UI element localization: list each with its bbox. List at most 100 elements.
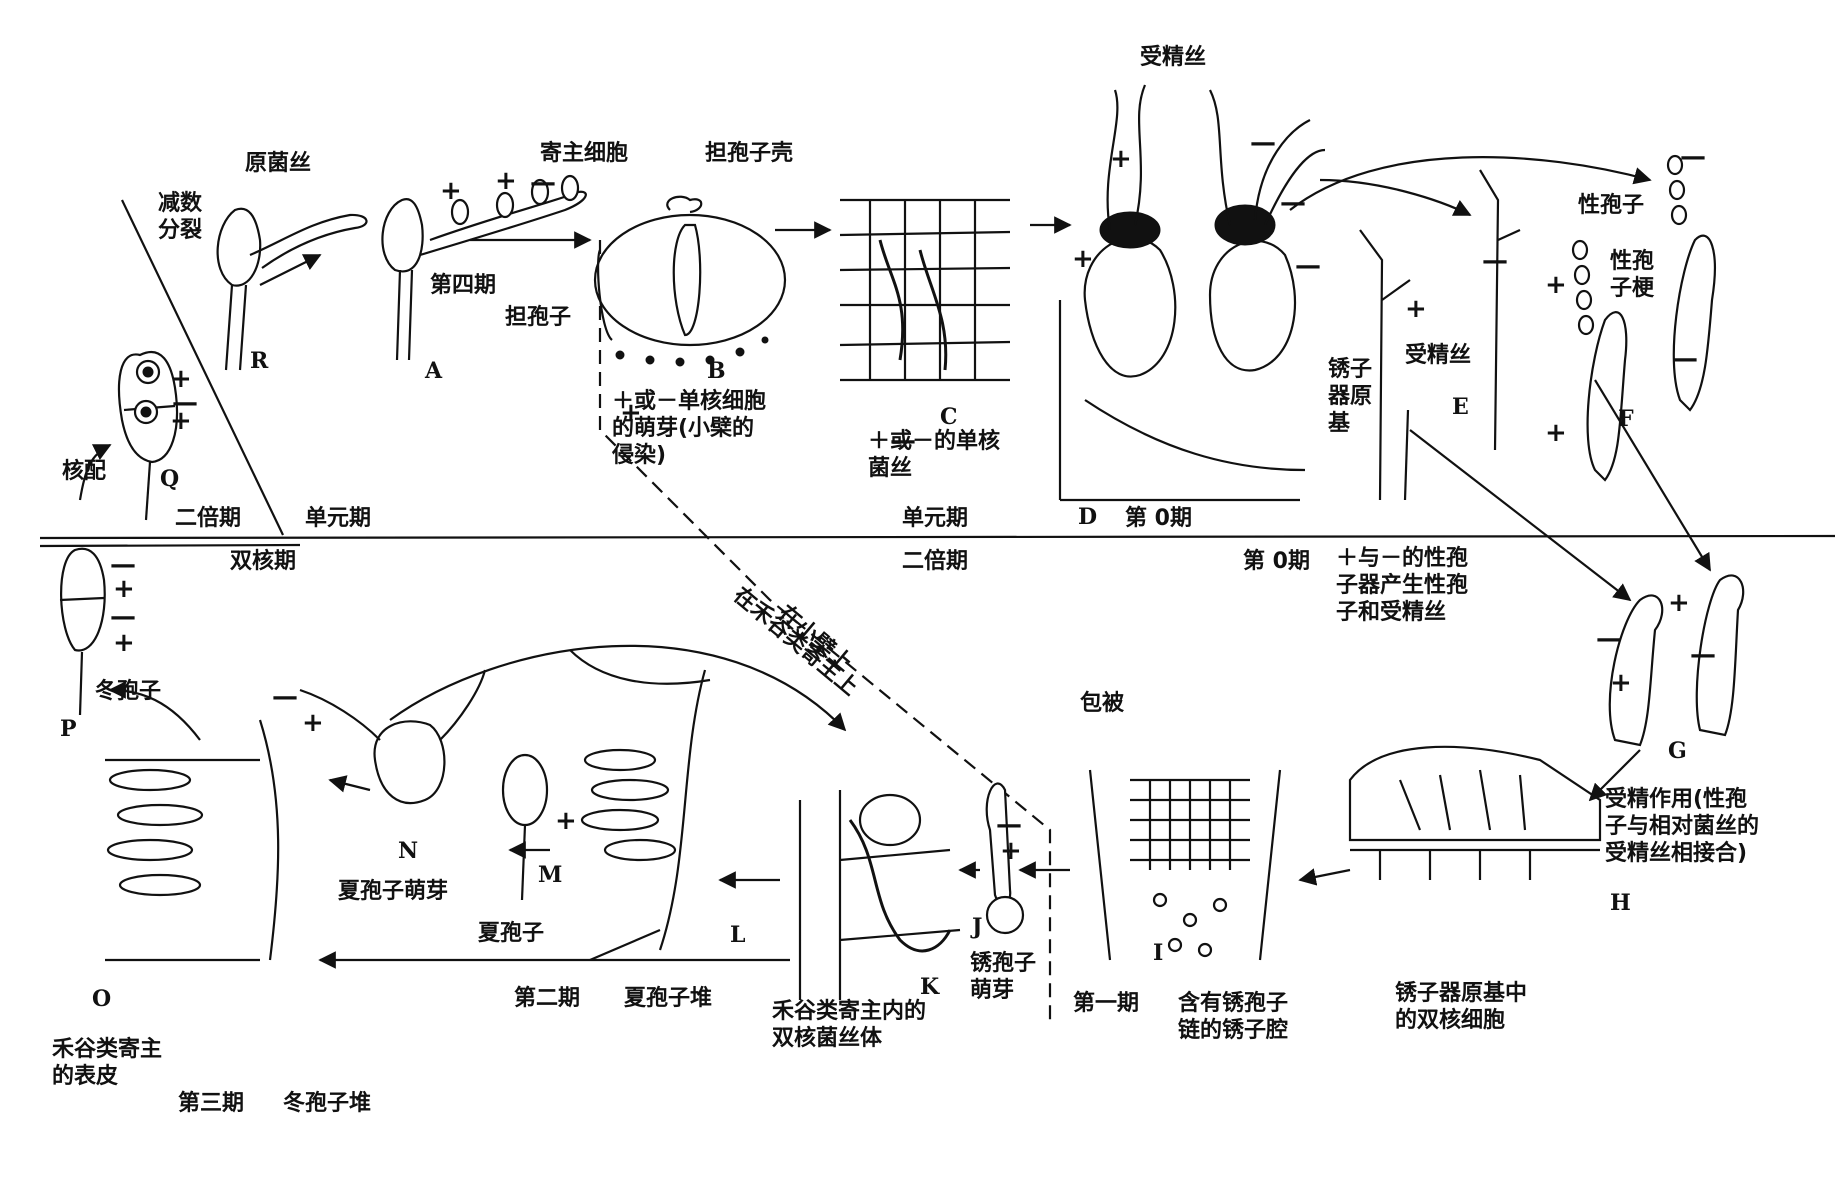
label-spermogonium-hyphae: 受精丝 [1140,45,1207,70]
telium-o-drawing [105,719,280,962]
label-stage-zero-mid: 第 0期 [1243,549,1310,574]
letter-d: D [1078,504,1098,530]
label-urediospore: 夏孢子 [478,921,545,946]
sign-plus: + [440,176,462,206]
urediospore-m-drawing [501,753,549,901]
letter-o: O [92,986,112,1012]
sign-plus: + [170,364,192,394]
flow-arrows [78,156,1711,969]
host-tissue-c-drawing [839,198,1011,382]
label-basidiospore: 担孢子 [505,305,572,330]
phase-haploid-mid: 单元期 [902,506,969,531]
label-spermogonium-note: ＋与－的性孢子器产生性孢子和受精丝 [1336,546,1469,625]
sign-minus: — [1250,128,1276,158]
letter-g: G [1668,738,1687,764]
letter-j: J [972,914,983,940]
label-aeciospore-germ: 锈孢子萌芽 [970,951,1037,1003]
host-dashed-divider [598,240,1052,1020]
label-stage-two: 第二期 [514,986,581,1011]
label-telium: 冬孢子堆 [283,1091,372,1116]
label-stage-one: 第一期 [1073,991,1140,1016]
letter-q: Q [160,466,180,492]
label-urediospore-germ: 夏孢子萌芽 [338,879,449,904]
sign-plus: + [1545,418,1567,448]
receptive-hyphae-e-drawing [1359,169,1521,501]
sign-plus: + [1610,668,1632,698]
label-basidiospore-shell: 担孢子壳 [705,141,794,166]
sign-plus: + [1110,144,1132,174]
sign-plus: + [1072,244,1094,274]
letter-e: E [1452,394,1469,420]
uredium-l-drawing [569,649,711,962]
label-aecium-primordium: 锈子器原基 [1328,357,1373,436]
label-host-epidermis: 禾谷类寄主的表皮 [52,1037,163,1089]
diagonal-divider [121,199,284,536]
promycelium-r-drawing [216,207,368,371]
letter-c: C [940,404,958,430]
sign-minus: — [1295,251,1321,281]
label-germination-b: ＋或－单核细胞的萌芽(小檗的侵染) [612,389,767,468]
host-cell-b-drawing [593,195,787,367]
sign-plus: + [113,574,135,604]
phase-diploid-mid: 二倍期 [902,549,969,574]
label-aecium-cavity: 含有锈孢子链的锈子腔 [1178,991,1289,1043]
sign-minus: — [1690,640,1716,670]
letter-f: F [1618,406,1634,432]
sign-minus: — [530,168,556,198]
mycelium-k-drawing [798,790,961,1000]
label-karyogamy: 核配 [62,459,107,484]
sign-minus: — [110,550,136,580]
sign-plus: + [302,708,324,738]
aecium-primordium-h-drawing [1348,745,1602,880]
phase-diploid-left: 二倍期 [175,506,242,531]
letter-a: A [425,358,443,384]
label-stage-zero-d: 第 0期 [1125,506,1192,531]
label-aecium-dikaryon: 锈子器原基中的双核细胞 [1395,981,1528,1033]
label-stage-four: 第四期 [430,273,497,298]
phase-dikaryon-left: 双核期 [230,549,297,574]
sign-plus: + [620,398,642,428]
label-fertilization: 受精作用(性孢子与相对菌丝的受精丝相接合) [1605,787,1760,866]
label-peridium: 包被 [1080,691,1125,716]
sign-plus: + [495,166,517,196]
label-receptive-hyphae-e: 受精丝 [1405,343,1472,368]
sign-minus: — [110,602,136,632]
letter-m: M [538,862,563,888]
urediospore-germ-n-drawing [299,669,487,805]
fertilization-g-drawing [1608,574,1745,747]
letter-r: R [250,348,269,374]
sign-plus: + [1405,294,1427,324]
sign-minus: — [1596,624,1622,654]
teliospore-q-drawing [117,350,179,521]
sign-plus: + [170,406,192,436]
sign-plus: + [1545,270,1567,300]
letter-h: H [1610,890,1631,916]
label-mycelium-c: ＋或－的单核菌丝 [868,429,1001,481]
letter-l: L [730,922,746,948]
letter-k: K [920,974,940,1000]
letter-i: I [1153,940,1164,966]
phase-haploid-left: 单元期 [305,506,372,531]
sign-minus: — [1680,142,1706,172]
basidium-a-drawing [381,174,587,361]
label-stage-three: 第三期 [178,1091,245,1116]
sign-minus: — [172,388,198,418]
aeciospore-j-drawing [985,782,1025,935]
sign-minus: — [996,810,1022,840]
aecium-i-drawing [1088,769,1282,961]
sign-minus: — [1672,344,1698,374]
spermogonium-d-drawing [1058,84,1326,502]
label-spermatiophore: 性孢子梗 [1610,249,1655,301]
phase-divider-line [39,534,1835,540]
sign-minus: — [890,426,916,456]
label-spermatium: 性孢子 [1578,193,1645,218]
letter-b: B [707,358,726,384]
letter-n: N [398,838,419,864]
letter-p: P [60,716,77,742]
sign-plus: + [1668,588,1690,618]
label-host-cell: 寄主细胞 [540,141,629,166]
sign-plus: + [113,628,135,658]
label-teliospore: 冬孢子 [95,679,162,704]
